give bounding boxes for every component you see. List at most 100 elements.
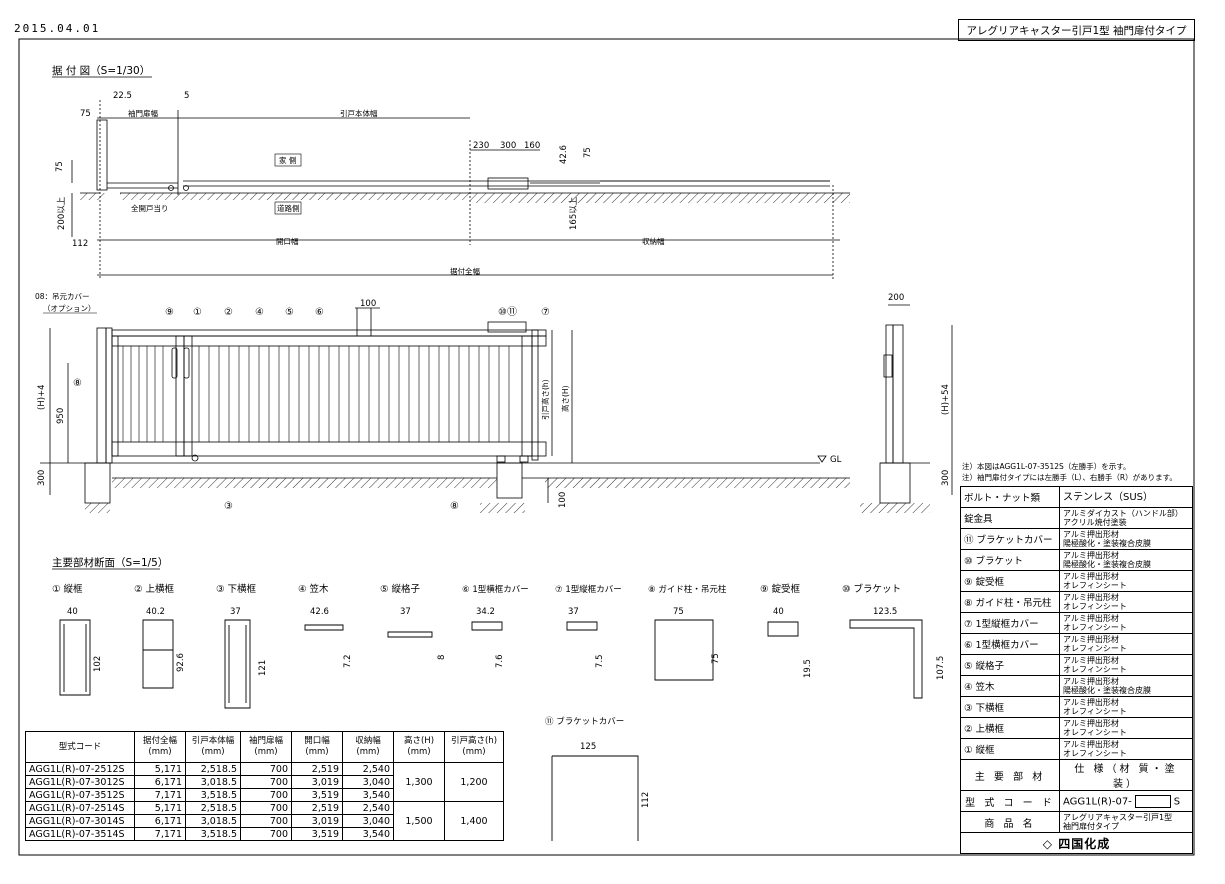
table-header: 収納幅 (mm) [342, 731, 394, 763]
drawing-title: アレグリアキャスター引戸1型 袖門扉付タイプ [958, 19, 1195, 41]
dim-text: 160 [524, 141, 540, 151]
ground-level-label: GL [830, 455, 842, 465]
note-line: 注）袖門扉付タイプには左勝手（L）、右勝手（R）があります。 [962, 473, 1177, 482]
dim-text: 121 [258, 660, 268, 676]
section-label: ③ 下横框 [216, 583, 257, 595]
dim-text: 75 [583, 147, 593, 158]
table-cell: 3,518.5 [185, 788, 241, 802]
table-row: AGG1L(R)-07-3514S 7,171 3,518.5 700 3,51… [25, 827, 504, 841]
spec-row: ③ 下横框アルミ押出形材 オレフィンシート [960, 696, 1193, 718]
table-cell: AGG1L(R)-07-3514S [25, 827, 135, 841]
spec-part: ① 縦框 [960, 738, 1060, 760]
callout: ① [193, 307, 202, 318]
spec-material: アルミ押出形材 オレフィンシート [1059, 696, 1193, 718]
table-cell: 5,171 [134, 762, 186, 776]
callout: ⑥ [315, 307, 324, 318]
dim-text: 300 [500, 141, 516, 151]
dim-text: 102 [93, 656, 103, 672]
callout: ③ [224, 501, 233, 512]
dim-text: 42.6 [310, 607, 329, 617]
cover-note: 08：吊元カバー [35, 292, 90, 301]
table-cell: 700 [240, 801, 292, 815]
model-code-cell: AGG1L(R)-07-S [1059, 790, 1193, 812]
section-shapes [59, 619, 923, 841]
dim-text: 112 [72, 239, 88, 249]
model-code-blank [1134, 794, 1171, 808]
spec-material: アルミ押出形材 オレフィンシート [1059, 654, 1193, 676]
table-row: AGG1L(R)-07-3014S 6,171 3,018.5 700 3,01… [25, 814, 504, 828]
table-cell: 700 [240, 762, 292, 776]
spec-row: ② 上横框アルミ押出形材 オレフィンシート [960, 717, 1193, 739]
model-code-label: 型 式 コ ー ド [960, 790, 1060, 812]
dim-text: 34.2 [476, 607, 495, 617]
spec-row: ④ 笠木アルミ押出形材 陽極酸化・塗装複合皮膜 [960, 675, 1193, 697]
spec-row: ⑧ ガイド柱・吊元柱アルミ押出形材 オレフィンシート [960, 591, 1193, 613]
spec-header-finish: 仕 様（材 質・塗 装） [1059, 759, 1193, 791]
dim-text: 7.2 [343, 654, 353, 668]
spec-row: ⑨ 錠受框アルミ押出形材 オレフィンシート [960, 570, 1193, 592]
dim-text: 230 [473, 141, 489, 151]
body-width-label: 引戸本体幅 [340, 108, 378, 118]
section-label: ① 縦框 [52, 583, 83, 595]
spec-material: アルミ押出形材 オレフィンシート [1059, 612, 1193, 634]
dim-text: (H)+54 [941, 384, 951, 415]
spec-row: ⑤ 縦格子アルミ押出形材 オレフィンシート [960, 654, 1193, 676]
dim-text: 92.6 [176, 653, 186, 672]
table-header: 引戸高さ(h) (mm) [444, 731, 504, 763]
section-label: ⑩ ブラケット [842, 583, 901, 595]
table-cell: 3,040 [342, 775, 394, 789]
section-label: ⑧ ガイド柱・吊元柱 [648, 584, 727, 595]
table-cell: 2,540 [342, 801, 394, 815]
spec-row: ⑪ ブラケットカバーアルミ押出形材 陽極酸化・塗装複合皮膜 [960, 528, 1193, 550]
callout: ⑧ [450, 501, 459, 512]
dim-text: 37 [400, 607, 411, 617]
dim-text: 高さ(H) [560, 385, 570, 412]
callout: ⑩⑪ [498, 306, 517, 318]
dim-text: 引戸高さ(h) [540, 379, 550, 420]
model-code: AGG1L(R)-07- [1063, 796, 1132, 807]
spec-part: ⑩ ブラケット [960, 549, 1060, 571]
table-cell: 3,040 [342, 814, 394, 828]
section-label: ⑤ 縦格子 [380, 583, 421, 595]
section-label: ⑦ 1型縦框カバー [555, 584, 622, 595]
spec-part: ⑨ 錠受框 [960, 570, 1060, 592]
stopper-label: 全開戸当り [131, 203, 169, 213]
table-cell: 7,171 [134, 788, 186, 802]
spec-row: 商 品 名アレグリアキャスター引戸1型 袖門扉付タイプ [960, 811, 1193, 833]
callout: ⑦ [541, 307, 550, 318]
dim-text: 40.2 [146, 607, 165, 617]
spec-part: ② 上横框 [960, 717, 1060, 739]
dim-text: 125 [580, 742, 596, 752]
table-cell: 3,519 [291, 827, 343, 841]
spec-material: ステンレス（SUS） [1059, 486, 1193, 508]
table-cell: 2,540 [342, 762, 394, 776]
spec-table: ボルト・ナット類ステンレス（SUS） 錠金具アルミダイカスト（ハンドル部） アク… [960, 486, 1193, 854]
table-cell: AGG1L(R)-07-3012S [25, 775, 135, 789]
dim-text: 123.5 [873, 607, 897, 617]
callout: ⑤ [285, 307, 294, 318]
callout: ② [224, 307, 233, 318]
table-cell: AGG1L(R)-07-3014S [25, 814, 135, 828]
sections-title: 主要部材断面（S=1/5） [52, 556, 168, 569]
spec-material: アルミ押出形材 陽極酸化・塗装複合皮膜 [1059, 549, 1193, 571]
sode-width-label: 袖門扉幅 [128, 108, 158, 118]
table-row: AGG1L(R)-07-2512S 5,171 2,518.5 700 2,51… [25, 762, 504, 802]
spec-part: ⑤ 縦格子 [960, 654, 1060, 676]
maker-logo-icon: ◇ [1042, 836, 1054, 851]
dim-text: 200以上 [57, 196, 67, 230]
spec-part: ④ 笠木 [960, 675, 1060, 697]
callout: ⑧ [73, 378, 82, 389]
table-cell: 6,171 [134, 814, 186, 828]
section-labels: ① 縦框 ② 上横框 ③ 下横框 ④ 笠木 ⑤ 縦格子 ⑥ 1型横框カバー ⑦ … [52, 583, 901, 727]
dim-text: 7.6 [495, 654, 505, 668]
table-cell: 7,171 [134, 827, 186, 841]
vertical-slats [122, 346, 510, 442]
dim-text: 200 [888, 293, 904, 303]
table-header: 開口幅 (mm) [291, 731, 343, 763]
table-cell: 1,400 [444, 801, 504, 841]
table-header: 型式コード [25, 731, 135, 763]
table-cell: 2,519 [291, 801, 343, 815]
table-cell: 6,171 [134, 775, 186, 789]
spec-row: ボルト・ナット類ステンレス（SUS） [960, 486, 1193, 508]
